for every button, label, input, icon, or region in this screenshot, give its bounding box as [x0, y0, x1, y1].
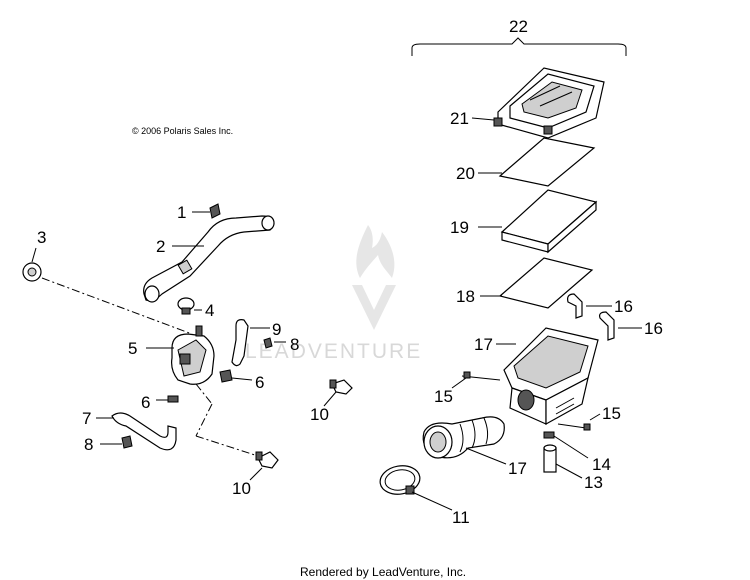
centerline-5b [195, 403, 213, 437]
airbox-base[interactable] [503, 327, 599, 426]
callout-6-right[interactable]: 6 [255, 373, 264, 392]
intake-duct[interactable] [422, 416, 505, 459]
callout-10-upper[interactable]: 10 [310, 405, 329, 424]
callout-9[interactable]: 9 [272, 320, 281, 339]
clip-lower[interactable] [599, 311, 615, 341]
callout-2[interactable]: 2 [156, 237, 165, 256]
small-clamp-8-lower[interactable] [121, 435, 133, 449]
callout-14[interactable]: 14 [592, 455, 611, 474]
small-clamp-top[interactable] [209, 203, 221, 219]
callout-5[interactable]: 5 [128, 339, 137, 358]
callout-22[interactable]: 22 [509, 17, 528, 36]
callout-11[interactable]: 11 [452, 508, 470, 527]
bolt-right[interactable] [557, 423, 591, 431]
clip-6-left[interactable] [167, 395, 179, 403]
leadventure-watermark: LEADVENTURE [245, 225, 422, 363]
callout-8-lower[interactable]: 8 [84, 435, 93, 454]
rendered-by-footer: Rendered by LeadVenture, Inc. [300, 565, 466, 579]
centerline-5 [195, 383, 213, 405]
centerline-3 [41, 277, 193, 335]
callout-18[interactable]: 18 [456, 287, 475, 306]
pre-filter[interactable] [498, 137, 596, 187]
callout-19[interactable]: 19 [450, 218, 469, 237]
callout-16-lower[interactable]: 16 [644, 319, 663, 338]
bolt-left[interactable] [461, 371, 501, 381]
callout-20[interactable]: 20 [456, 164, 475, 183]
air-filter-element[interactable] [500, 189, 598, 254]
callout-16-upper[interactable]: 16 [614, 297, 633, 316]
grommet[interactable] [22, 262, 42, 282]
clip-6-right[interactable] [219, 369, 233, 383]
callout-8-upper[interactable]: 8 [290, 335, 299, 354]
callout-7[interactable]: 7 [82, 409, 91, 428]
callout-4[interactable]: 4 [205, 301, 214, 320]
breather-tube[interactable] [231, 319, 249, 367]
centerline-5c [195, 435, 259, 457]
callout-1[interactable]: 1 [177, 203, 186, 222]
clamp-4[interactable] [177, 297, 195, 315]
callout-6-left[interactable]: 6 [141, 393, 150, 412]
filter-seal[interactable] [498, 257, 594, 309]
hose-clamp[interactable] [378, 463, 422, 498]
assembly-bracket [411, 37, 627, 56]
callout-17-box[interactable]: 17 [474, 335, 493, 354]
callout-17-duct[interactable]: 17 [508, 459, 527, 478]
small-clamp-8-upper[interactable] [263, 337, 273, 349]
fitting-upper[interactable] [329, 379, 353, 395]
watermark-text: LEADVENTURE [245, 340, 422, 363]
copyright-text: © 2006 Polaris Sales Inc. [132, 126, 233, 136]
airbox-cover[interactable] [493, 67, 605, 139]
callout-15-right[interactable]: 15 [602, 404, 621, 423]
callout-3[interactable]: 3 [37, 228, 46, 247]
washer[interactable] [543, 431, 555, 439]
callout-10-lower[interactable]: 10 [232, 479, 251, 498]
breather-hose[interactable] [143, 215, 275, 303]
breather-separator[interactable] [171, 325, 215, 385]
callout-13[interactable]: 13 [584, 473, 603, 492]
clip-upper[interactable] [567, 293, 583, 319]
callout-15-left[interactable]: 15 [434, 387, 453, 406]
fitting-lower[interactable] [255, 451, 279, 469]
drain-hose[interactable] [111, 412, 177, 451]
callout-21[interactable]: 21 [450, 109, 469, 128]
